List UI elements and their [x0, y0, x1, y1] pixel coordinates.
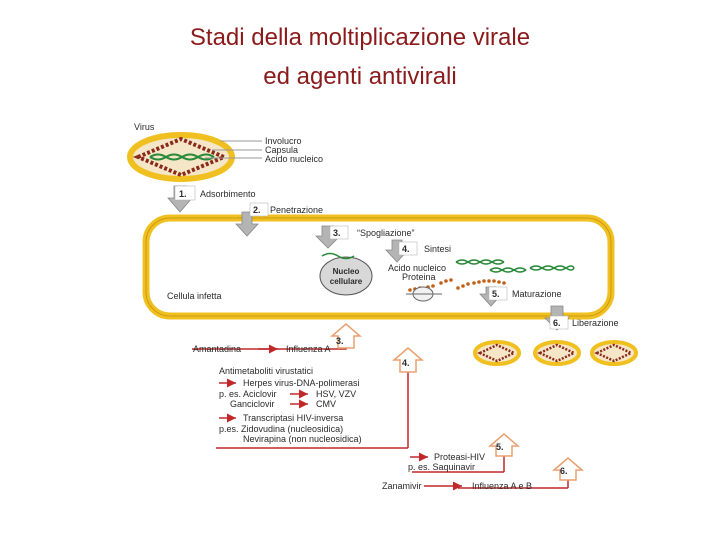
drug-aciclovir: p. es. Aciclovir: [219, 389, 277, 399]
stage6-label: Liberazione: [572, 318, 619, 328]
stage5-label: Maturazione: [512, 289, 562, 299]
synth-protein: Proteina: [402, 272, 436, 282]
virus-particle: [130, 135, 232, 179]
nucleus-label-2: cellulare: [330, 277, 363, 286]
cell-nucleus: [320, 257, 372, 295]
drug-ganciclovir: Ganciclovir: [230, 399, 275, 409]
drug-antimetaboliti: Antimetaboliti virustatici: [219, 366, 313, 376]
stage4-number: 4.: [402, 244, 410, 254]
target-box-5: 5.: [496, 442, 504, 452]
stage3-label: “Spogliazione”: [357, 228, 415, 238]
released-virions: [475, 342, 636, 364]
target-box-4: 4.: [402, 358, 410, 368]
target-hsv-vzv: HSV, VZV: [316, 389, 356, 399]
drug-zidovudina: p.es. Zidovudina (nucleosidica): [219, 424, 343, 434]
part-acido-nucleico: Acido nucleico: [265, 154, 323, 164]
stage2-label: Penetrazione: [270, 205, 323, 215]
stage6-number: 6.: [553, 318, 561, 328]
drug-herpes-dna-pol: Herpes virus-DNA-polimerasi: [243, 378, 360, 388]
target-box-3: 3.: [336, 336, 344, 346]
drug-proteasi-hiv: Proteasi-HIV: [434, 452, 485, 462]
drug-zanamivir: Zanamivir: [382, 481, 422, 491]
stage1-number: 1.: [179, 189, 187, 199]
stage2-number: 2.: [253, 205, 261, 215]
stage1-label: Adsorbimento: [200, 189, 256, 199]
stage4-label: Sintesi: [424, 244, 451, 254]
virus-label: Virus: [134, 122, 155, 132]
stage3-number: 3.: [333, 228, 341, 238]
drug-amantadina: Amantadina: [193, 344, 241, 354]
drug-nevirapina: Nevirapina (non nucleosidica): [243, 434, 362, 444]
target-influenza-ab: Influenza A e B: [472, 481, 532, 491]
target-cmv: CMV: [316, 399, 336, 409]
drug-saquinavir: p. es. Saquinavir: [408, 462, 475, 472]
target-influenza-a: Influenza A: [286, 344, 331, 354]
target-box-6: 6.: [560, 466, 568, 476]
nucleus-label-1: Nucleo: [333, 267, 360, 276]
drug-transcriptasi: Transcriptasi HIV-inversa: [243, 413, 343, 423]
infected-cell-label: Cellula infetta: [167, 291, 222, 301]
stage5-number: 5.: [492, 289, 500, 299]
